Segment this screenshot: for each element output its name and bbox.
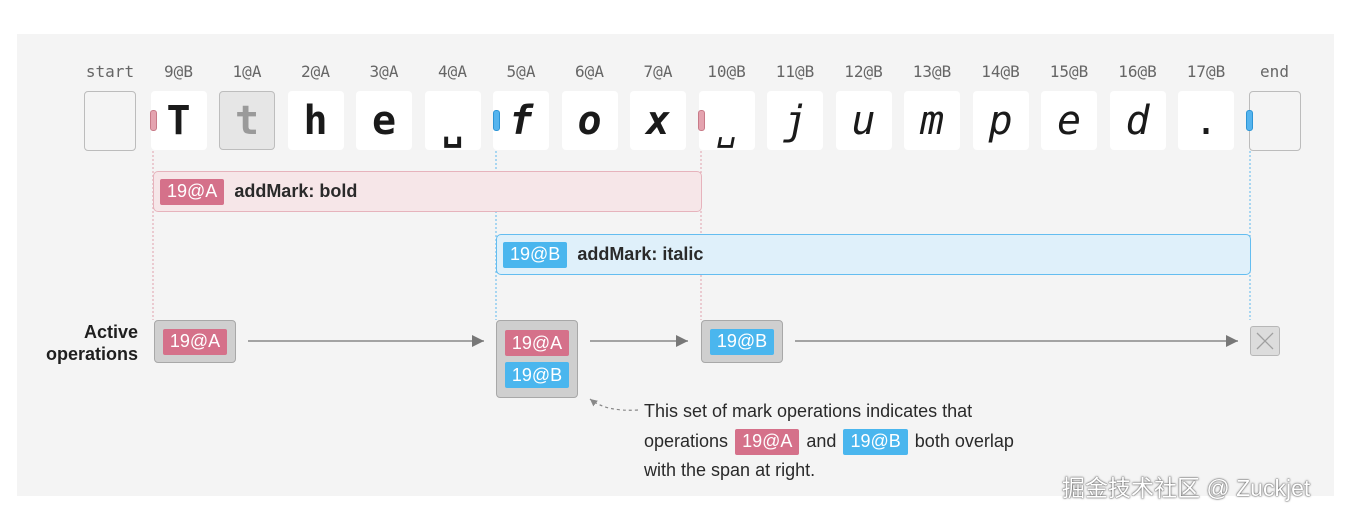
bold-mark-span: 19@A addMark: bold bbox=[153, 171, 702, 212]
watermark: 掘金技术社区 @ Zuckjet bbox=[1062, 475, 1311, 501]
char-box[interactable]: d bbox=[1109, 91, 1166, 150]
column-id-label: 4@A bbox=[438, 62, 467, 81]
char-box[interactable]: T bbox=[150, 91, 207, 150]
column-id-label: 6@A bbox=[575, 62, 604, 81]
char-box[interactable]: h bbox=[287, 91, 344, 150]
char-glyph: . bbox=[1193, 97, 1219, 144]
note-pointer-arrow bbox=[589, 398, 639, 411]
char-box[interactable]: ␣ bbox=[698, 91, 755, 150]
column-id-label: 17@B bbox=[1186, 62, 1226, 81]
char-glyph: m bbox=[919, 97, 945, 144]
bold-start-handle[interactable] bbox=[150, 110, 157, 131]
char-box[interactable]: x bbox=[630, 91, 686, 150]
space-glyph: ␣ bbox=[442, 108, 463, 149]
column-id-label: 2@A bbox=[301, 62, 330, 81]
active-ops-box-1: 19@A bbox=[154, 320, 236, 363]
end-endpoint-box[interactable] bbox=[1248, 91, 1301, 151]
column-id-label: 5@A bbox=[506, 62, 536, 81]
close-icon bbox=[1256, 332, 1274, 350]
note-badge-a: 19@A bbox=[735, 428, 800, 455]
column-id-label: 13@B bbox=[912, 62, 952, 81]
char-box[interactable]: e bbox=[1041, 91, 1097, 150]
char-box[interactable]: o bbox=[561, 91, 618, 150]
char-glyph: u bbox=[851, 97, 876, 144]
char-box[interactable]: f bbox=[493, 91, 549, 150]
active-operations-label: Active operations bbox=[45, 322, 138, 364]
char-glyph: f bbox=[508, 97, 534, 144]
column-id-label: 3@A bbox=[369, 62, 399, 81]
italic-op-badge: 19@B bbox=[503, 241, 568, 268]
column-id-label: end bbox=[1260, 62, 1289, 81]
note-line-2: operations 19@A and 19@B both overlap bbox=[644, 427, 1064, 457]
char-box[interactable]: m bbox=[904, 91, 960, 150]
italic-mark-label: addMark: italic bbox=[577, 244, 704, 264]
char-box[interactable]: p bbox=[972, 91, 1029, 150]
italic-end-handle[interactable] bbox=[1246, 110, 1253, 131]
note-badge-b: 19@B bbox=[843, 428, 908, 455]
char-box[interactable]: ␣ bbox=[424, 91, 481, 150]
char-glyph: o bbox=[577, 97, 602, 144]
column-id-label: 12@B bbox=[844, 62, 883, 81]
char-glyph: e bbox=[371, 97, 397, 144]
column-id-label: 9@B bbox=[164, 62, 193, 81]
char-glyph: j bbox=[782, 97, 808, 144]
column-id-label: 15@B bbox=[1049, 62, 1089, 81]
bold-op-badge: 19@A bbox=[160, 178, 225, 205]
note-line-1: This set of mark operations indicates th… bbox=[644, 401, 973, 421]
start-endpoint-box[interactable] bbox=[84, 91, 136, 151]
op-badge: 19@A bbox=[504, 330, 570, 356]
op-badge: 19@B bbox=[504, 362, 570, 388]
char-box[interactable]: e bbox=[356, 91, 412, 150]
char-glyph: t bbox=[234, 97, 260, 144]
italic-mark-span: 19@B addMark: italic bbox=[496, 234, 1251, 275]
bold-mark-label: addMark: bold bbox=[234, 181, 358, 201]
italic-start-handle[interactable] bbox=[493, 110, 500, 131]
char-box[interactable]: u bbox=[835, 91, 892, 150]
explanation-note: This set of mark operations indicates th… bbox=[644, 397, 1064, 486]
column-id-label: start bbox=[85, 62, 135, 81]
char-box[interactable]: j bbox=[767, 91, 823, 150]
op-badge: 19@B bbox=[709, 328, 775, 355]
column-id-label: 7@A bbox=[643, 62, 673, 81]
char-glyph: T bbox=[166, 97, 191, 144]
column-id-label: 1@A bbox=[232, 62, 262, 81]
column-id-label: 16@B bbox=[1118, 62, 1157, 81]
empty-ops-box bbox=[1250, 326, 1280, 356]
column-id-label: 14@B bbox=[981, 62, 1020, 81]
char-glyph: d bbox=[1125, 97, 1150, 144]
space-glyph: ␣ bbox=[716, 108, 737, 149]
active-ops-box-3: 19@B bbox=[701, 320, 783, 363]
char-glyph: x bbox=[645, 97, 671, 144]
char-box[interactable]: t bbox=[219, 91, 275, 150]
char-glyph: h bbox=[303, 97, 328, 144]
active-ops-box-2: 19@A 19@B bbox=[496, 320, 578, 398]
column-id-label: 10@B bbox=[707, 62, 746, 81]
char-box[interactable]: . bbox=[1178, 91, 1234, 150]
op-badge: 19@A bbox=[162, 328, 228, 355]
column-id-label: 11@B bbox=[775, 62, 815, 81]
char-glyph: e bbox=[1056, 97, 1082, 144]
bold-end-handle[interactable] bbox=[698, 110, 705, 131]
note-line-3: with the span at right. bbox=[644, 460, 816, 480]
char-glyph: p bbox=[988, 97, 1013, 144]
